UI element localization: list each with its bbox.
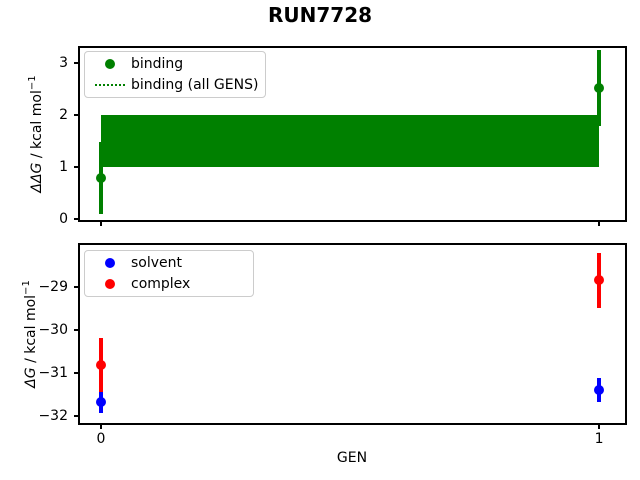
data-point [95,172,106,183]
green-dot-icon [105,59,115,70]
y-tick-label: 3 [59,55,68,72]
uncertainty-band [100,115,600,167]
figure-title: RUN7728 [267,3,373,27]
bottom-plot-frame [78,243,627,425]
top-legend: binding binding (all GENS) [84,51,266,98]
y-tick-label: 0 [59,210,68,227]
legend-item-binding: binding [89,54,257,75]
y-tick-label: 1 [59,158,68,175]
x-axis-label: GEN [336,450,368,466]
y-tick-label: −29 [38,279,68,296]
legend-label: binding (all GENS) [131,76,259,93]
x-tick-label: 1 [594,431,604,447]
bottom-legend: solvent complex [84,250,254,297]
y-tick-mark [74,114,78,117]
solvent-marker [89,258,131,269]
top-plot-frame [78,46,627,222]
green-dotted-line-icon [95,83,125,86]
legend-label: binding [131,56,184,73]
top-y-axis-label-exponent: −1 [27,75,39,91]
y-tick-mark [74,415,78,418]
y-tick-mark [74,329,78,332]
legend-item-complex: complex [89,274,245,295]
x-tick-mark [99,425,102,429]
blue-dot-icon [105,258,115,269]
y-tick-label: 2 [59,107,68,124]
red-dot-icon [105,278,115,289]
y-tick-label: −32 [38,408,68,425]
y-tick-label: −30 [38,322,68,339]
data-point [594,83,605,93]
legend-label: complex [131,275,191,292]
y-tick-label: −31 [38,365,68,382]
y-tick-mark [74,286,78,289]
y-tick-mark [74,372,78,375]
data-point [594,275,605,286]
x-tick-mark [99,222,102,226]
legend-label: solvent [131,255,183,272]
binding-all-gens-marker [89,83,131,86]
data-point [594,385,605,396]
binding-marker [89,59,131,70]
x-tick-mark [598,425,601,429]
y-tick-mark [74,62,78,65]
x-tick-mark [598,222,601,226]
data-point [95,396,106,407]
legend-item-binding-all-gens: binding (all GENS) [89,75,259,96]
top-y-axis-label-units: / kcal mol [28,90,45,163]
y-tick-mark [74,165,78,168]
data-point [95,359,106,370]
x-tick-label: 0 [96,431,106,447]
y-tick-mark [74,217,78,220]
complex-marker [89,278,131,289]
legend-item-solvent: solvent [89,253,245,274]
